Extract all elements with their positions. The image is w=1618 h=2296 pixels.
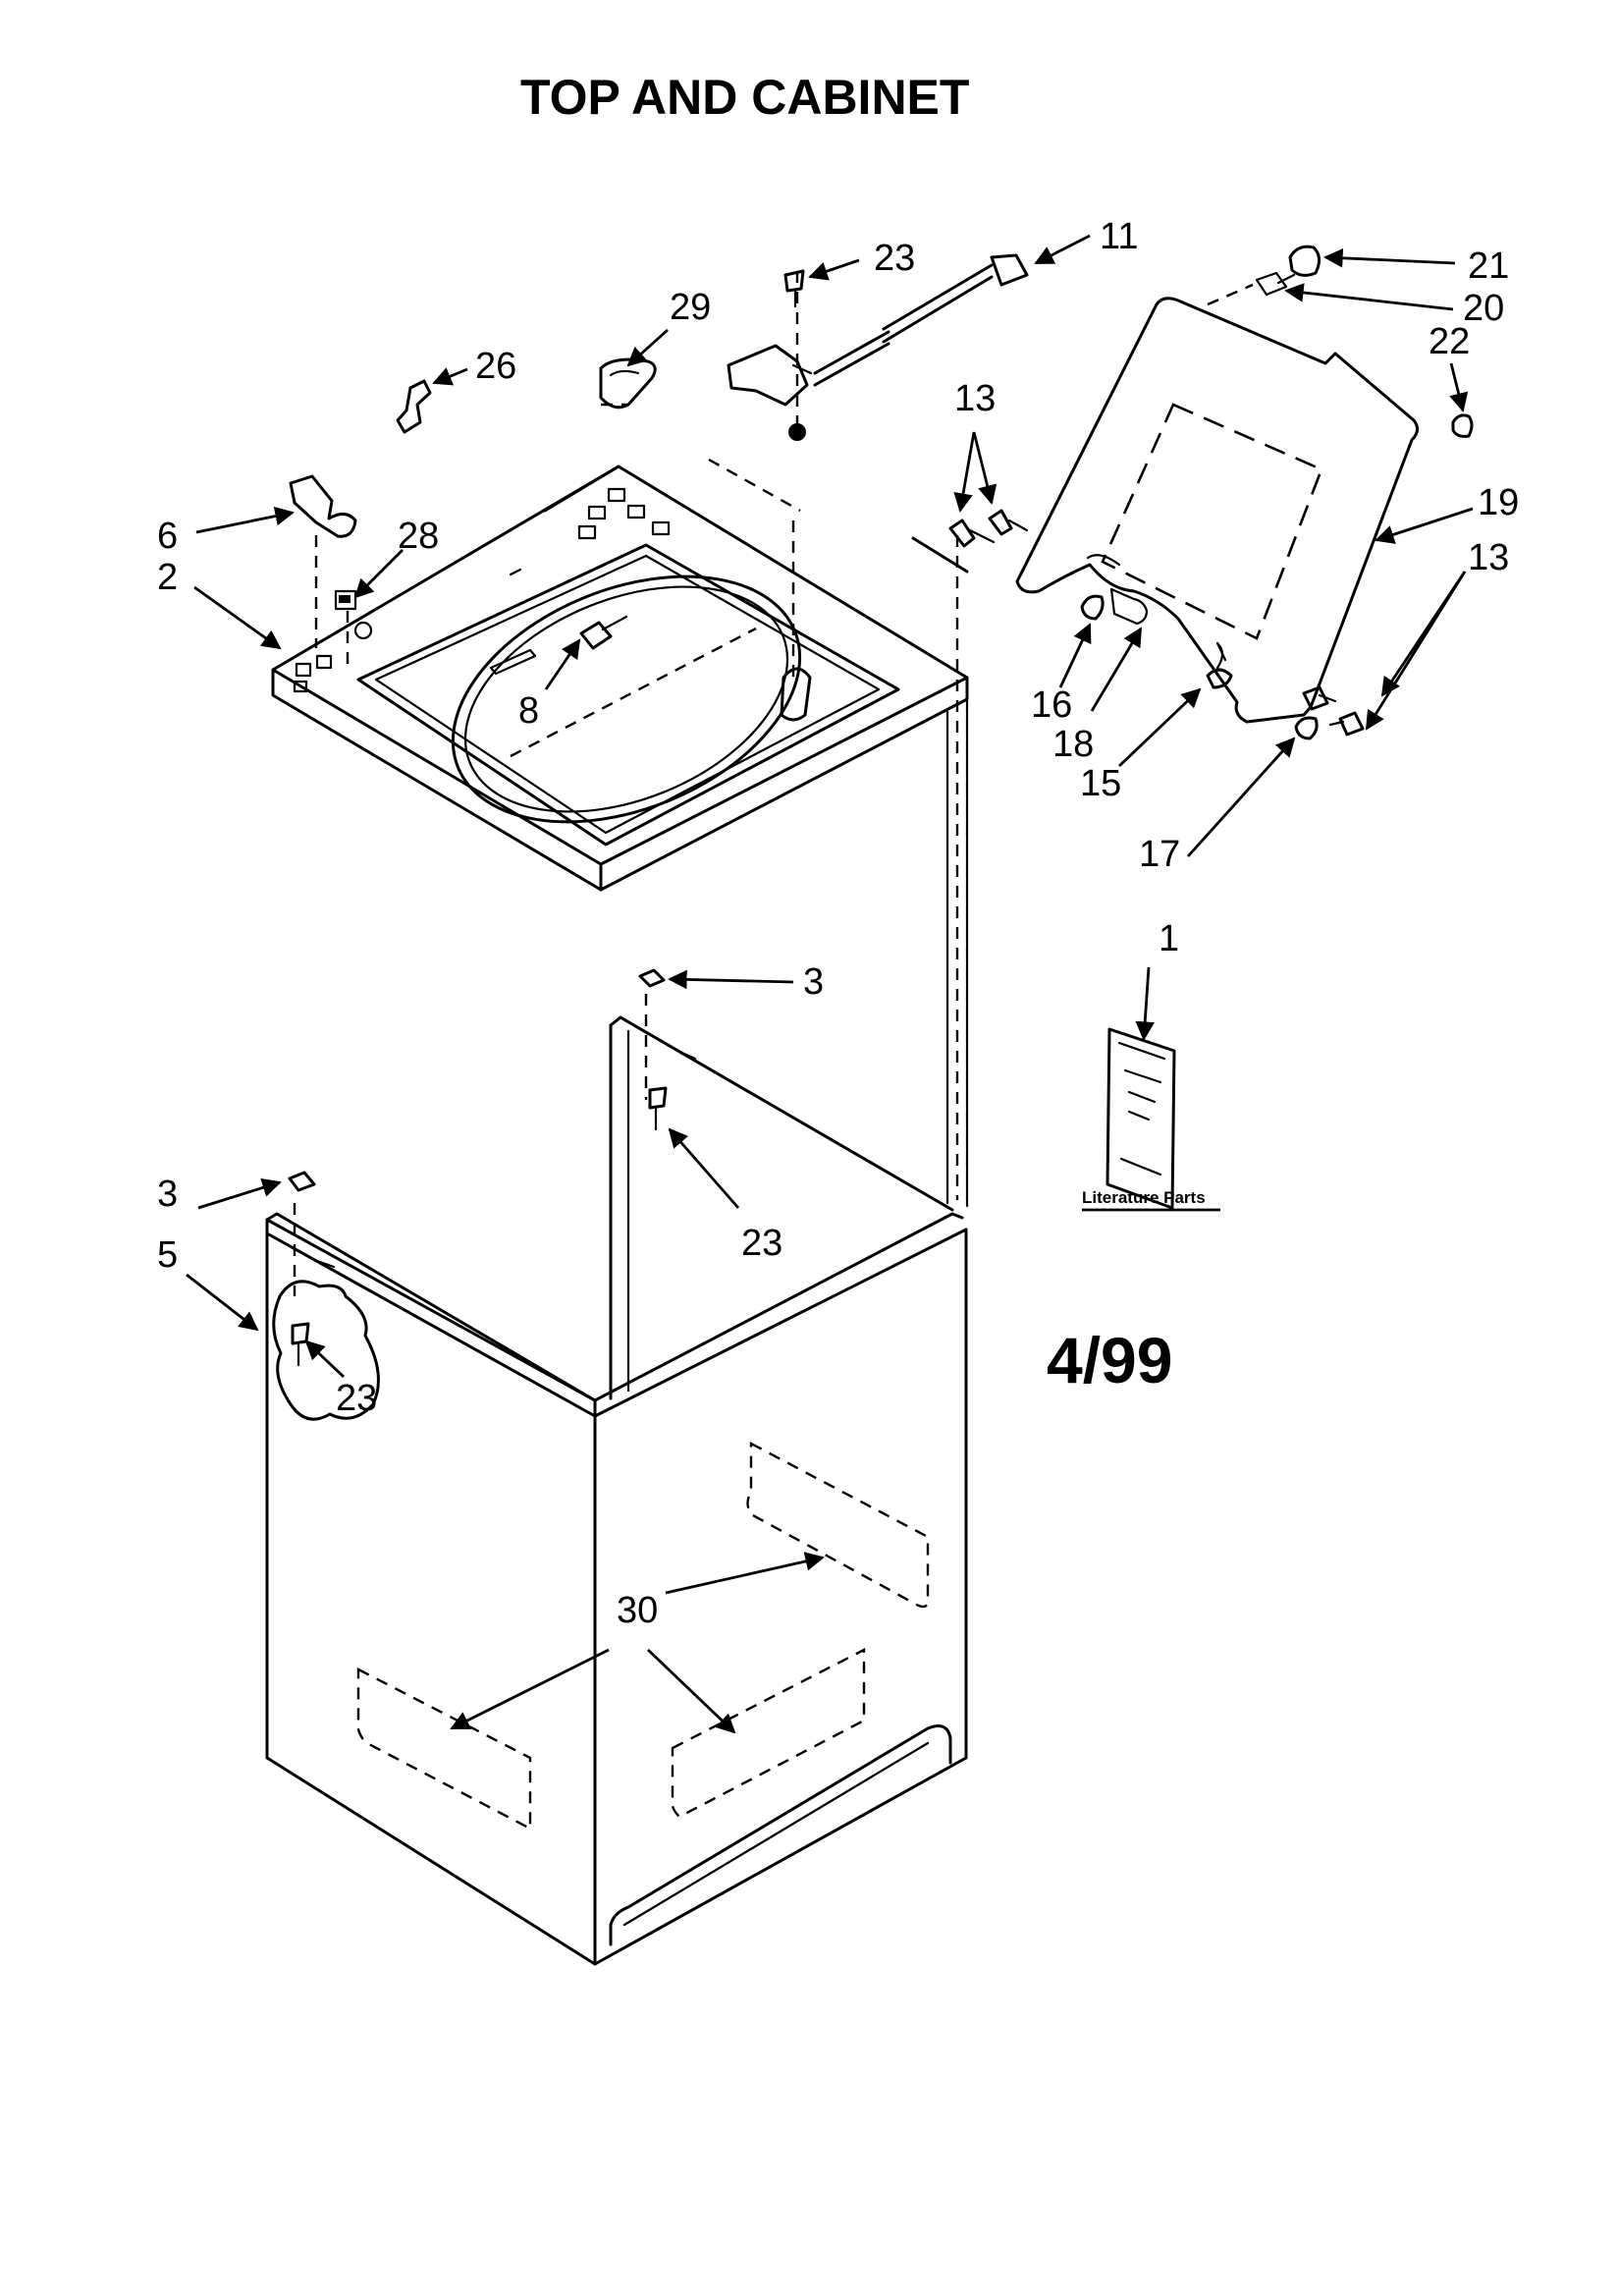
callout-22: 22 <box>1429 321 1470 362</box>
callout-28: 28 <box>398 516 439 557</box>
callout-23-top: 23 <box>874 238 915 279</box>
callout-19: 19 <box>1478 482 1519 523</box>
screw-23-panel <box>291 1322 310 1367</box>
clip-3-lower <box>288 1171 316 1192</box>
callout-29: 29 <box>670 287 711 328</box>
leader-lines <box>186 234 1474 1734</box>
dashed-pads <box>356 1442 930 1831</box>
callout-13-right: 13 <box>1468 537 1509 578</box>
callout-13-left: 13 <box>954 378 996 419</box>
callout-5: 5 <box>157 1234 178 1276</box>
callout-23-panel: 23 <box>336 1378 377 1419</box>
literature-card <box>1106 1027 1176 1210</box>
screw-8 <box>579 615 628 650</box>
callout-1: 1 <box>1159 918 1179 959</box>
callout-11: 11 <box>1100 216 1138 257</box>
callout-15: 15 <box>1080 763 1121 804</box>
lid-switch-11 <box>727 253 1029 441</box>
callout-23-cabinet: 23 <box>741 1223 782 1264</box>
screw-23-cabinet <box>648 1086 668 1131</box>
date-code: 4/99 <box>1047 1324 1172 1396</box>
clip-26 <box>396 379 432 434</box>
hinge-parts-bottom <box>1294 685 1365 740</box>
callout-8: 8 <box>518 690 539 732</box>
callout-30: 30 <box>617 1590 658 1631</box>
cabinet <box>265 536 969 1966</box>
callout-6: 6 <box>157 516 178 557</box>
hinge-parts-middle <box>1080 587 1233 689</box>
bracket-6 <box>289 474 357 538</box>
bolts-13-left <box>948 509 1029 548</box>
callout-3-upper: 3 <box>803 961 824 1003</box>
screw-23-top <box>783 269 805 308</box>
bumper-29 <box>599 357 657 410</box>
callout-17: 17 <box>1139 834 1180 875</box>
washer-top <box>271 465 969 892</box>
diagram-title: TOP AND CABINET <box>520 70 969 125</box>
clip-28 <box>334 589 357 611</box>
clip-3-upper <box>638 968 666 988</box>
assembly-guides <box>293 271 1254 1296</box>
literature-label: Literature Parts <box>1082 1188 1206 1207</box>
callout-21: 21 <box>1468 246 1509 287</box>
callout-numbers: 1 2 3 3 5 6 8 11 13 13 15 16 17 18 19 20… <box>157 216 1519 1631</box>
callout-3-lower: 3 <box>157 1174 178 1215</box>
callout-2: 2 <box>157 557 178 598</box>
callout-20: 20 <box>1463 288 1504 329</box>
washer-lid <box>1015 297 1419 724</box>
callout-16: 16 <box>1031 684 1072 726</box>
callout-18: 18 <box>1052 724 1094 765</box>
callout-26: 26 <box>475 346 516 387</box>
